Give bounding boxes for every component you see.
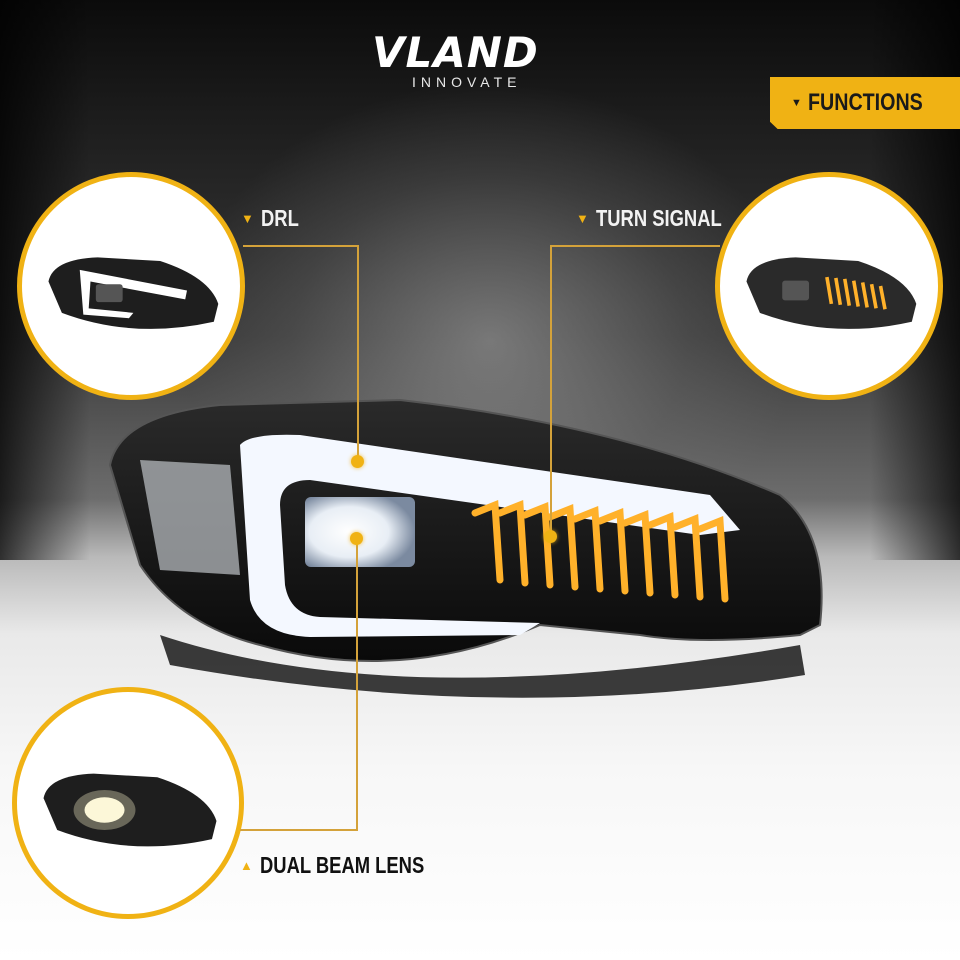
drl-thumbnail-circle xyxy=(17,172,245,400)
turn-signal-thumbnail-circle xyxy=(715,172,943,400)
feature-label-text: DRL xyxy=(260,205,299,231)
callout-line-turn-h xyxy=(550,245,720,247)
feature-label-turn-signal: ▼ TURN SIGNAL xyxy=(576,205,753,232)
drl-headlamp-image xyxy=(48,257,219,329)
callout-dot-turn xyxy=(544,530,557,543)
callout-dot-drl xyxy=(351,455,364,468)
dual-beam-thumbnail-circle xyxy=(12,687,244,919)
brand-name: VLAND xyxy=(372,28,539,77)
dual-beam-headlamp-image xyxy=(43,773,217,847)
feature-label-drl: ▼ DRL xyxy=(241,205,308,232)
triangle-down-icon: ▼ xyxy=(791,97,802,109)
triangle-up-icon: ▲ xyxy=(240,858,253,873)
brand-logo: VLAND INNOVATE xyxy=(372,30,584,92)
feature-label-dual-beam-lens: ▲ DUAL BEAM LENS xyxy=(240,852,465,879)
callout-line-beam-h xyxy=(240,829,358,831)
brand-tagline: INNOVATE xyxy=(412,74,522,90)
feature-label-text: DUAL BEAM LENS xyxy=(259,852,425,878)
functions-badge: ▼ FUNCTIONS xyxy=(770,77,960,129)
callout-line-turn-v xyxy=(550,245,552,535)
turn-signal-headlamp-image xyxy=(746,257,917,329)
feature-label-text: TURN SIGNAL xyxy=(595,205,722,231)
triangle-down-icon: ▼ xyxy=(241,211,254,226)
triangle-down-icon: ▼ xyxy=(576,211,589,226)
callout-line-beam-v xyxy=(356,538,358,830)
callout-line-drl-v xyxy=(357,245,359,461)
callout-line-drl-h xyxy=(243,245,358,247)
callout-dot-beam xyxy=(350,532,363,545)
functions-label: FUNCTIONS xyxy=(807,89,923,116)
headlamp-main-image xyxy=(108,398,823,698)
